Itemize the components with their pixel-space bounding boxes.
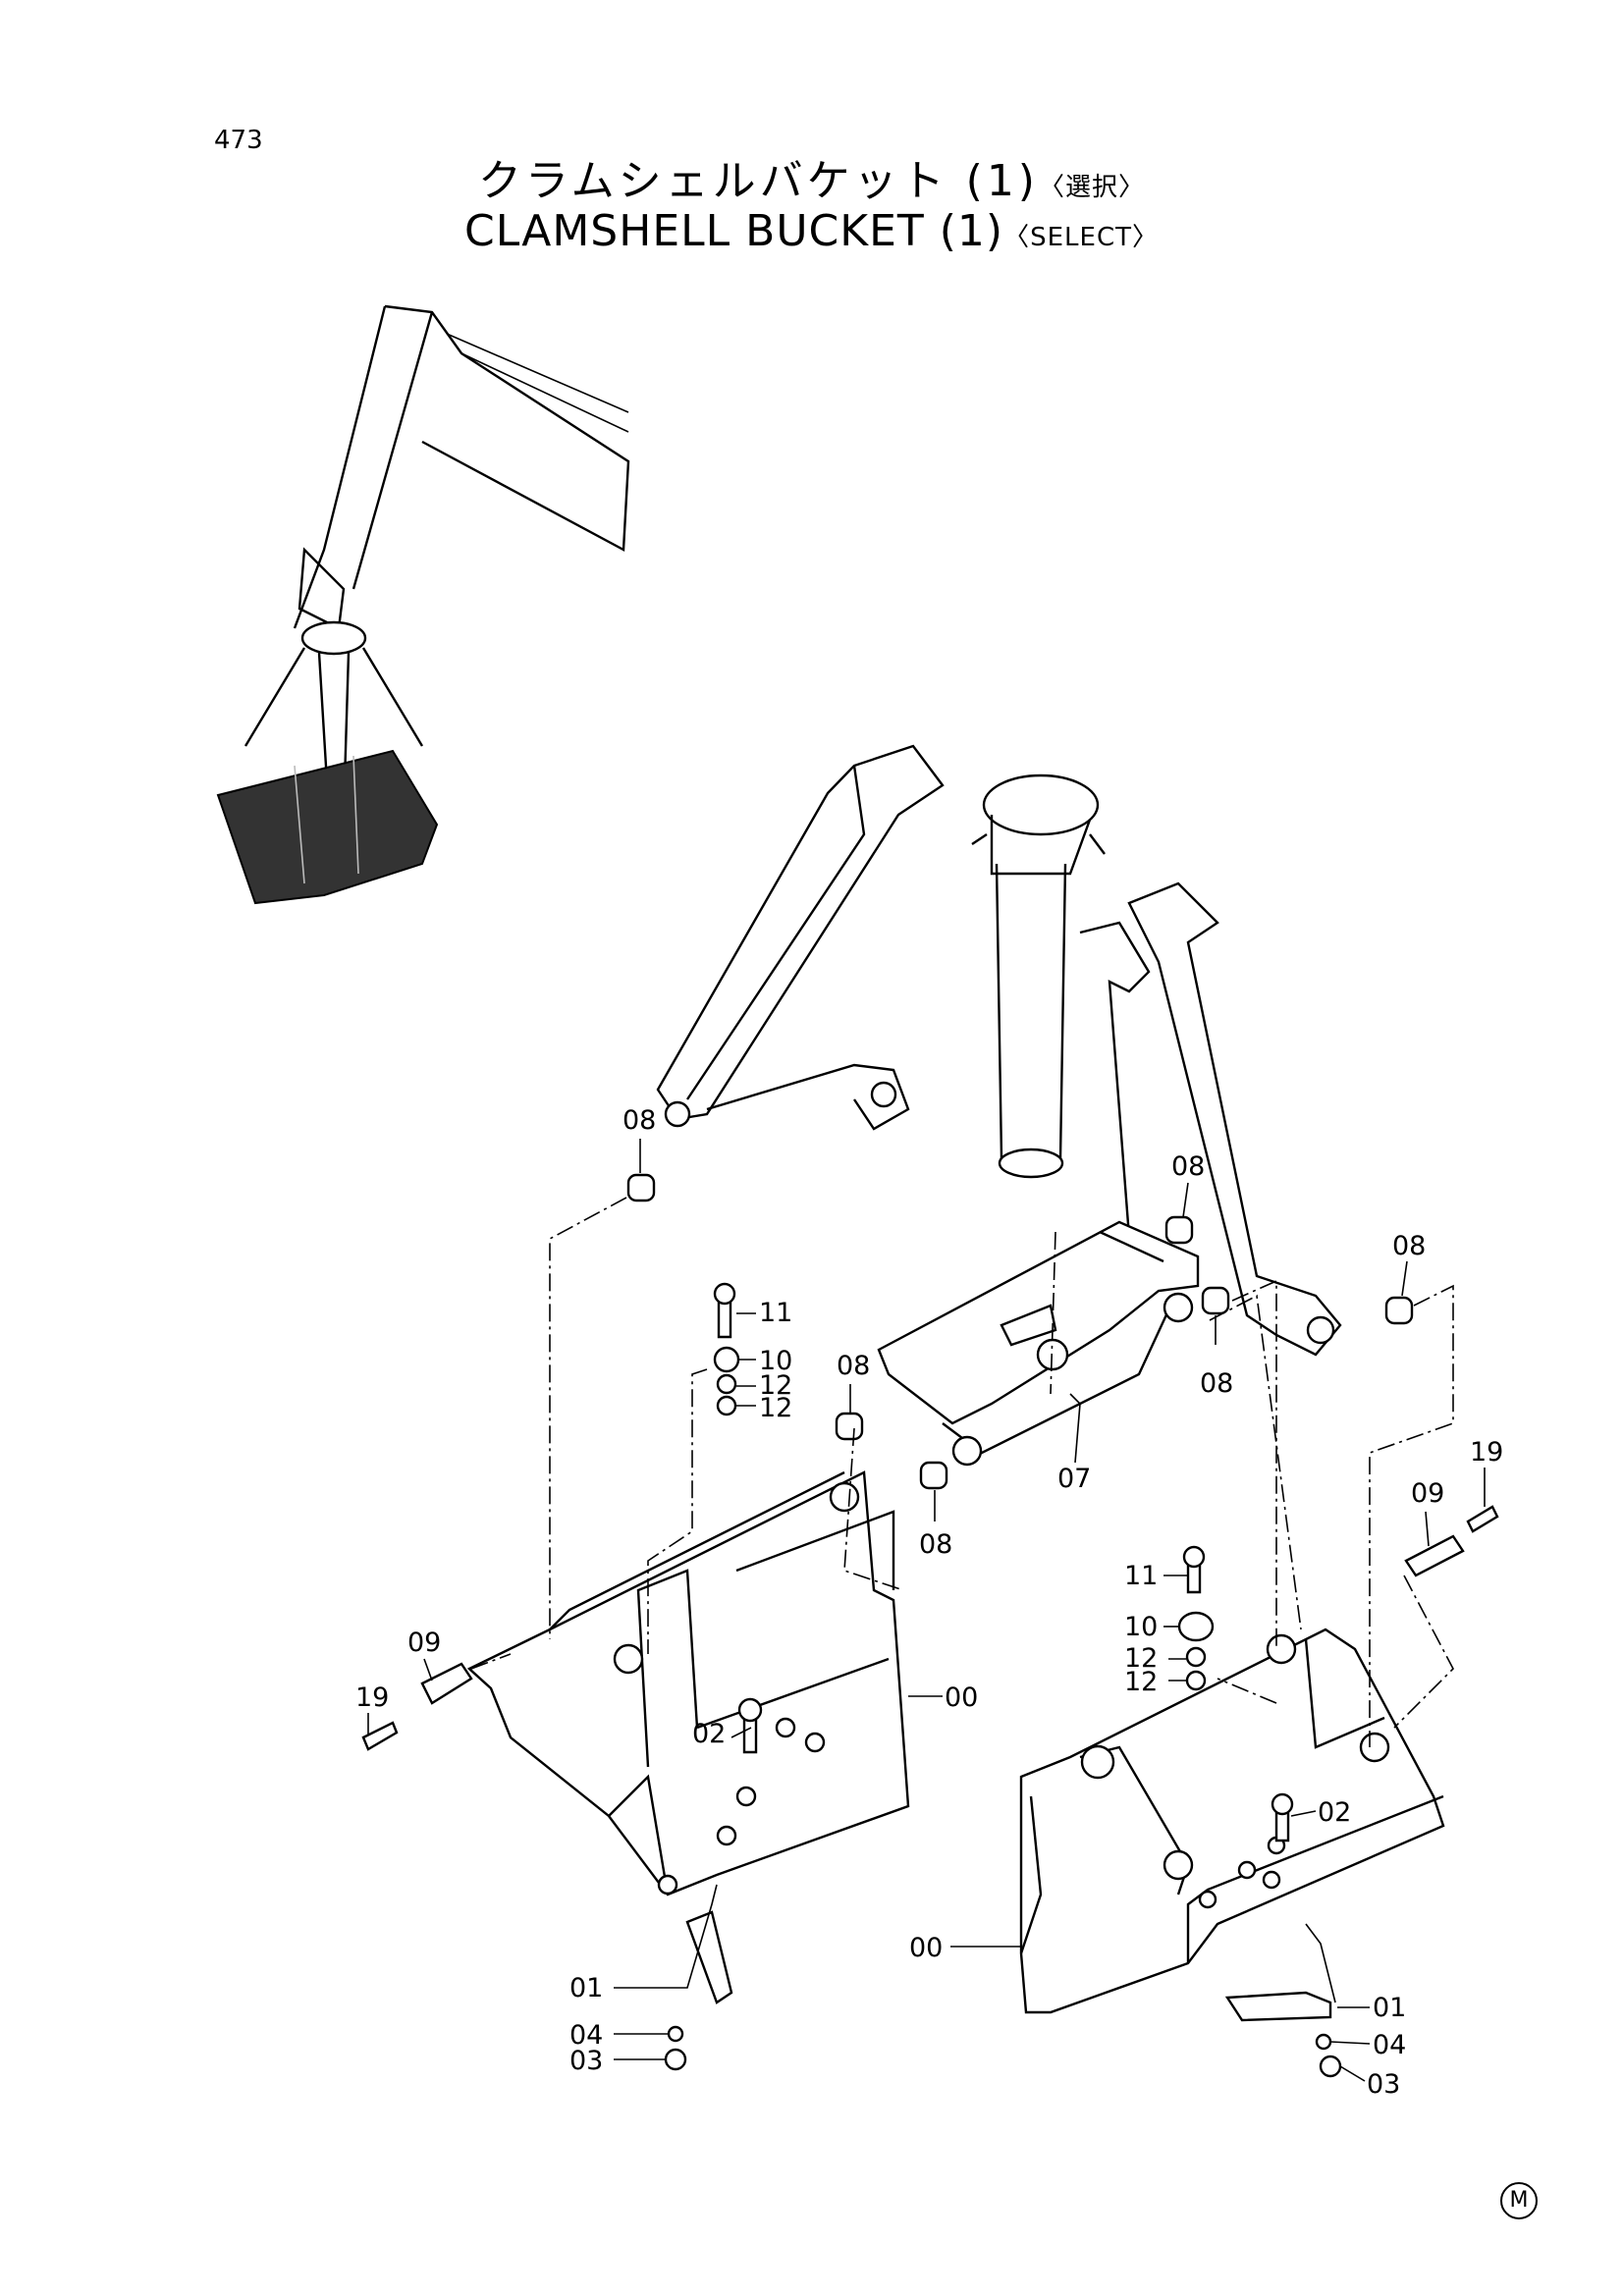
callout-19-right: 19 [1470, 1437, 1503, 1468]
callout-04-left: 04 [569, 2020, 603, 2051]
callout-08-top-center: 08 [1171, 1151, 1205, 1182]
callout-01-left: 01 [569, 1973, 603, 2003]
callout-02-right: 02 [1318, 1797, 1351, 1828]
title-english: CLAMSHELL BUCKET (1)〈SELECT〉 [0, 206, 1623, 256]
bushing-08a [626, 1173, 656, 1202]
hardware-right [1177, 1505, 1499, 2078]
callouts: 08 08 08 08 08 08 11 10 12 12 07 19 09 1… [355, 1105, 1503, 2100]
bushing-08c [1201, 1286, 1230, 1315]
callout-03-right: 03 [1367, 2069, 1400, 2100]
washer-10-right [1177, 1611, 1215, 1642]
callout-12b-right: 12 [1124, 1667, 1158, 1697]
bushings [626, 1173, 1414, 1490]
hardware-left [361, 1282, 763, 2071]
bolt-19-right [1466, 1505, 1499, 1533]
callout-00-left: 00 [945, 1682, 978, 1713]
callout-09-right: 09 [1411, 1478, 1444, 1509]
callout-09-left: 09 [407, 1628, 441, 1658]
bolt-19-left [361, 1721, 399, 1751]
callout-08-bottom-center: 08 [919, 1529, 952, 1560]
callout-08-upper-left: 08 [622, 1105, 656, 1136]
pin-09-right [1404, 1534, 1465, 1577]
nut-12a-right [1185, 1646, 1207, 1668]
bucket-half-left [466, 1470, 910, 1896]
washer-04-right [1315, 2033, 1332, 2051]
upper-arm-left [656, 744, 945, 1131]
footer-mark: M [1500, 2182, 1538, 2219]
callout-11-left: 11 [759, 1298, 792, 1328]
bushing-08e [835, 1412, 864, 1441]
excavator-overview [216, 304, 630, 905]
washer-10-left [713, 1346, 740, 1373]
callout-03-left: 03 [569, 2046, 603, 2076]
title-en-suffix: 〈SELECT〉 [1003, 223, 1159, 252]
nut-12b-right [1185, 1670, 1207, 1691]
title-en-main: CLAMSHELL BUCKET (1) [464, 206, 1004, 256]
hydraulic-cylinder [971, 774, 1106, 1179]
title-japanese: クラムシェルバケット (1)〈選択〉 [0, 145, 1623, 208]
callout-04-right: 04 [1373, 2030, 1406, 2060]
nut-12a-left [716, 1373, 737, 1395]
callout-00-right: 00 [909, 1933, 943, 1963]
tooth-01-left [685, 1910, 733, 2004]
tooth-01-right [1224, 1991, 1332, 2022]
callout-10-right: 10 [1124, 1612, 1158, 1642]
head-frame [877, 1220, 1200, 1467]
callout-01-right: 01 [1373, 1993, 1406, 2023]
assembly-lines [470, 1197, 1454, 1747]
bushing-08f [919, 1461, 948, 1490]
nut-03-right [1319, 2055, 1342, 2078]
bushing-08d [1384, 1296, 1414, 1325]
callout-07: 07 [1057, 1464, 1091, 1494]
nut-03-left [664, 2048, 687, 2071]
nut-12b-left [716, 1395, 737, 1416]
title-jp-main: クラムシェルバケット (1) [477, 156, 1039, 206]
bucket-half-right [1019, 1628, 1445, 2014]
callout-08-center-right: 08 [1200, 1368, 1233, 1399]
callout-10-left: 10 [759, 1346, 792, 1376]
pin-09-left [420, 1662, 473, 1705]
washer-04-left [667, 2025, 684, 2043]
callout-12a-left: 12 [759, 1370, 792, 1401]
callout-12b-left: 12 [759, 1393, 792, 1423]
bushing-08b [1164, 1215, 1194, 1245]
title-jp-suffix: 〈選択〉 [1038, 173, 1145, 202]
callout-12a-right: 12 [1124, 1643, 1158, 1674]
callout-11-right: 11 [1124, 1561, 1158, 1591]
callout-02-left: 02 [692, 1719, 726, 1749]
callout-08-center-left: 08 [837, 1351, 870, 1381]
leader-lines [367, 1139, 1486, 2082]
upper-arm-right [1079, 881, 1342, 1357]
callout-19-left: 19 [355, 1682, 389, 1713]
page-number: 473 [214, 126, 263, 155]
callout-08-far-right: 08 [1392, 1231, 1426, 1261]
